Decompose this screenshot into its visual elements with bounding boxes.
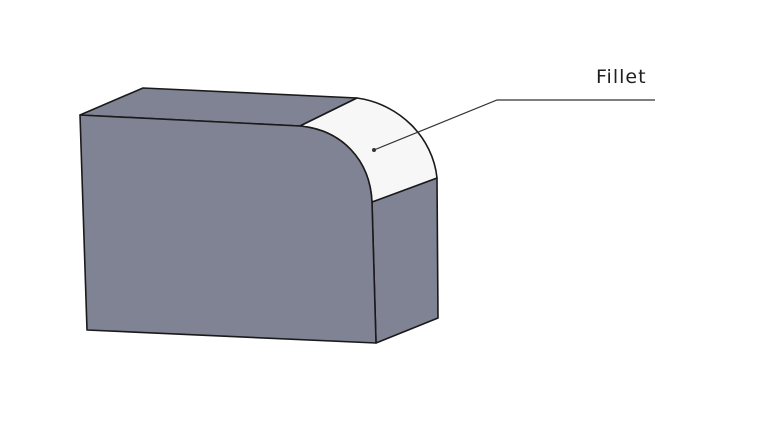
callout-anchor-dot (372, 148, 376, 152)
fillet-label: Fillet (596, 66, 647, 88)
block-right-face (371, 177, 439, 344)
callout-leader-line (373, 99, 655, 151)
block-front-face (79, 114, 377, 344)
